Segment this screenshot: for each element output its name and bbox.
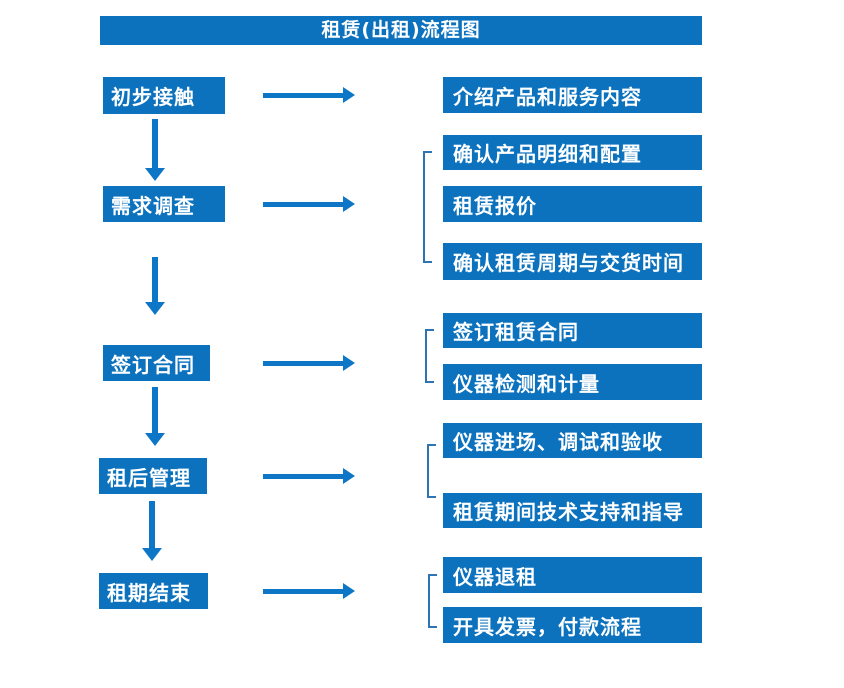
group-bracket-sign-contract xyxy=(425,329,434,383)
right-arrow-shaft xyxy=(263,473,343,479)
down-arrow-3 xyxy=(142,387,168,446)
group-bracket-lease-end xyxy=(428,574,437,628)
step-box-initial-contact: 初步接触 xyxy=(103,77,225,114)
step-box-needs-survey: 需求调查 xyxy=(103,186,225,222)
right-arrow-shaft xyxy=(263,92,343,98)
detail-box-invoice-payment: 开具发票，付款流程 xyxy=(443,607,702,643)
right-arrow-head xyxy=(343,583,355,599)
down-arrow-shaft xyxy=(149,501,155,548)
down-arrow-shaft xyxy=(152,387,158,433)
right-arrow-1 xyxy=(263,87,355,103)
step-box-lease-end: 租期结束 xyxy=(99,573,208,609)
detail-box-instrument-testing: 仪器检测和计量 xyxy=(443,364,702,400)
detail-box-sign-rental-contract: 签订租赁合同 xyxy=(443,313,702,348)
step-box-post-rental-management: 租后管理 xyxy=(99,458,207,494)
detail-box-confirm-period-delivery: 确认租赁周期与交货时间 xyxy=(443,243,702,280)
right-arrow-shaft xyxy=(263,360,343,366)
right-arrow-5 xyxy=(263,583,355,599)
down-arrow-4 xyxy=(139,501,165,561)
page-title: 租赁(出租)流程图 xyxy=(100,16,702,45)
detail-box-rental-quote: 租赁报价 xyxy=(443,186,702,222)
step-box-sign-contract: 签订合同 xyxy=(103,345,210,381)
right-arrow-shaft xyxy=(263,588,343,594)
down-arrow-head xyxy=(145,302,165,315)
right-arrow-2 xyxy=(263,196,355,212)
down-arrow-shaft xyxy=(152,119,158,168)
detail-box-instrument-return: 仪器退租 xyxy=(443,557,702,593)
detail-box-instrument-setup-acceptance: 仪器进场、调试和验收 xyxy=(443,423,702,458)
down-arrow-shaft xyxy=(152,257,158,302)
right-arrow-head xyxy=(343,468,355,484)
down-arrow-head xyxy=(145,168,165,181)
detail-box-introduce-products: 介绍产品和服务内容 xyxy=(443,77,702,113)
right-arrow-4 xyxy=(263,468,355,484)
right-arrow-shaft xyxy=(263,201,343,207)
detail-box-tech-support: 租赁期间技术支持和指导 xyxy=(443,493,702,528)
down-arrow-head xyxy=(145,433,165,446)
right-arrow-head xyxy=(343,355,355,371)
down-arrow-head xyxy=(142,548,162,561)
down-arrow-1 xyxy=(142,119,168,181)
detail-box-confirm-product-config: 确认产品明细和配置 xyxy=(443,135,702,170)
down-arrow-2 xyxy=(142,257,168,315)
group-bracket-needs-survey xyxy=(423,151,432,263)
right-arrow-head xyxy=(343,87,355,103)
group-bracket-post-rental xyxy=(427,444,436,498)
right-arrow-3 xyxy=(263,355,355,371)
right-arrow-head xyxy=(343,196,355,212)
